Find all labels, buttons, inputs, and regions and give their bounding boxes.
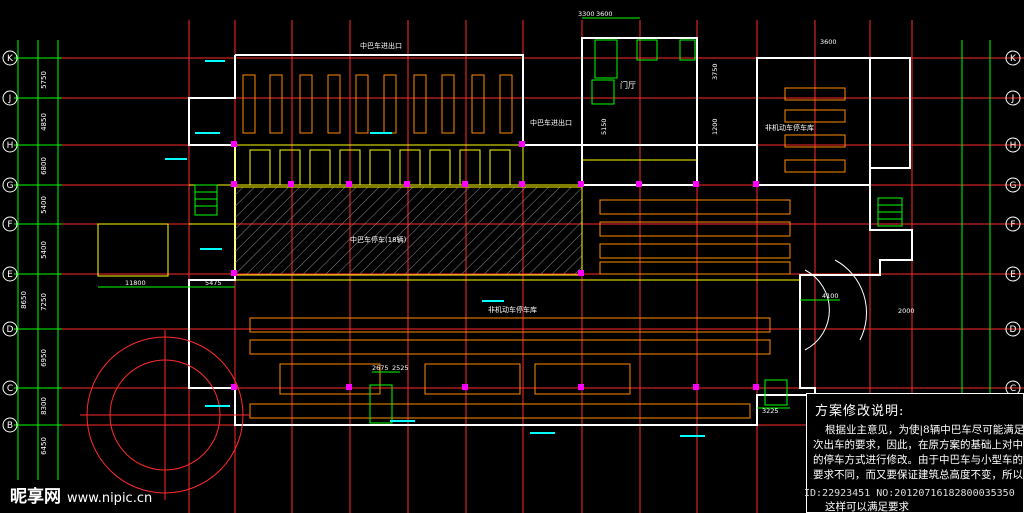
dim-11800: 11800 xyxy=(125,279,146,287)
dim-1200: 1200 xyxy=(711,118,719,135)
note-line: 的停车方式进行修改。由于中巴车与小型车的车 xyxy=(813,454,1024,466)
dimension-strings xyxy=(98,17,840,409)
note-line: 这样可以满足要求 xyxy=(825,501,909,513)
dim-text: 8300 xyxy=(40,397,48,415)
watermark: 昵享网 www.nipic.cn xyxy=(10,482,152,507)
watermark-url: www.nipic.cn xyxy=(67,491,153,506)
dim-text: 6950 xyxy=(40,349,48,367)
axis-label-left: K xyxy=(7,54,14,64)
parking-stalls-top xyxy=(242,74,513,186)
dim-3225: 3225 xyxy=(762,407,779,415)
columns xyxy=(231,141,759,390)
label-bus-parking: 中巴车停车(18辆) xyxy=(350,235,407,244)
dim-text: 5400 xyxy=(40,241,48,259)
label-mech-parking: 非机动车停车库 xyxy=(488,305,537,314)
note-title: 方案修改说明: xyxy=(815,404,905,419)
stair-cores xyxy=(194,39,903,424)
axis-label-left: J xyxy=(8,94,12,104)
axis-label-right: K xyxy=(1010,54,1017,64)
dim-top: 3300 xyxy=(578,10,595,18)
dim-text: 4850 xyxy=(40,113,48,131)
label-mech-parking-right: 非机动车停车库 xyxy=(765,123,814,132)
note-line: 要求不同，而又要保证建筑总高度不变，所以在 xyxy=(813,469,1024,481)
curved-wall xyxy=(804,259,867,351)
dim-5150: 5150 xyxy=(600,118,608,135)
revision-note-panel: 方案修改说明: 根据业主意见，为使|8辆中巴车尽可能满足 次出车的要求，因此，在… xyxy=(806,393,1024,513)
watermark-brand: 昵享网 xyxy=(10,487,61,507)
parking-stalls-lower xyxy=(249,87,846,419)
axis-label-left: B xyxy=(7,421,13,431)
dim-text: 7250 xyxy=(40,293,48,311)
dim-3750: 3750 xyxy=(711,63,719,80)
dim-top: 3600 xyxy=(596,10,613,18)
axis-label-right: J xyxy=(1011,94,1015,104)
dim-top: 3600 xyxy=(820,38,837,46)
dim-text: 5400 xyxy=(40,196,48,214)
dim-text-outer: 8650 xyxy=(20,291,28,309)
note-line: 次出车的要求，因此，在原方案的基础上对中巴 xyxy=(813,439,1024,451)
small-annotations xyxy=(165,60,705,437)
dim-2675: 2675 xyxy=(372,364,389,372)
axis-label-left: G xyxy=(7,181,14,191)
watermark-id: ID:22923451 NO:20120716182800035350 xyxy=(804,488,1015,499)
dim-2000: 2000 xyxy=(898,307,915,315)
axis-label-right: E xyxy=(1010,270,1016,280)
axis-label-right: D xyxy=(1010,325,1017,335)
axis-label-right: F xyxy=(1010,220,1015,230)
axis-label-right: C xyxy=(1010,384,1016,394)
ramp-circles xyxy=(80,330,250,500)
axis-label-left: C xyxy=(7,384,13,394)
label-bus-exit-right: 中巴车进出口 xyxy=(530,118,572,127)
dim-text: 6800 xyxy=(40,157,48,175)
label-gate: 门厅 xyxy=(620,80,636,90)
axis-label-left: E xyxy=(7,270,13,280)
axis-label-left: D xyxy=(7,325,14,335)
bus-parking-hatch xyxy=(234,186,583,276)
label-bus-exit-top: 中巴车进出口 xyxy=(360,41,402,50)
dim-text: 6450 xyxy=(40,437,48,455)
axis-label-right: G xyxy=(1010,181,1017,191)
note-line: 根据业主意见，为使|8辆中巴车尽可能满足 xyxy=(825,424,1024,436)
dim-text: 5750 xyxy=(40,71,48,89)
dim-5475: 5475 xyxy=(205,279,222,287)
axis-label-left: H xyxy=(7,141,14,151)
dim-4100: 4100 xyxy=(822,292,839,300)
axis-label-left: F xyxy=(7,220,12,230)
axis-label-right: H xyxy=(1010,141,1017,151)
dim-2525: 2525 xyxy=(392,364,409,372)
